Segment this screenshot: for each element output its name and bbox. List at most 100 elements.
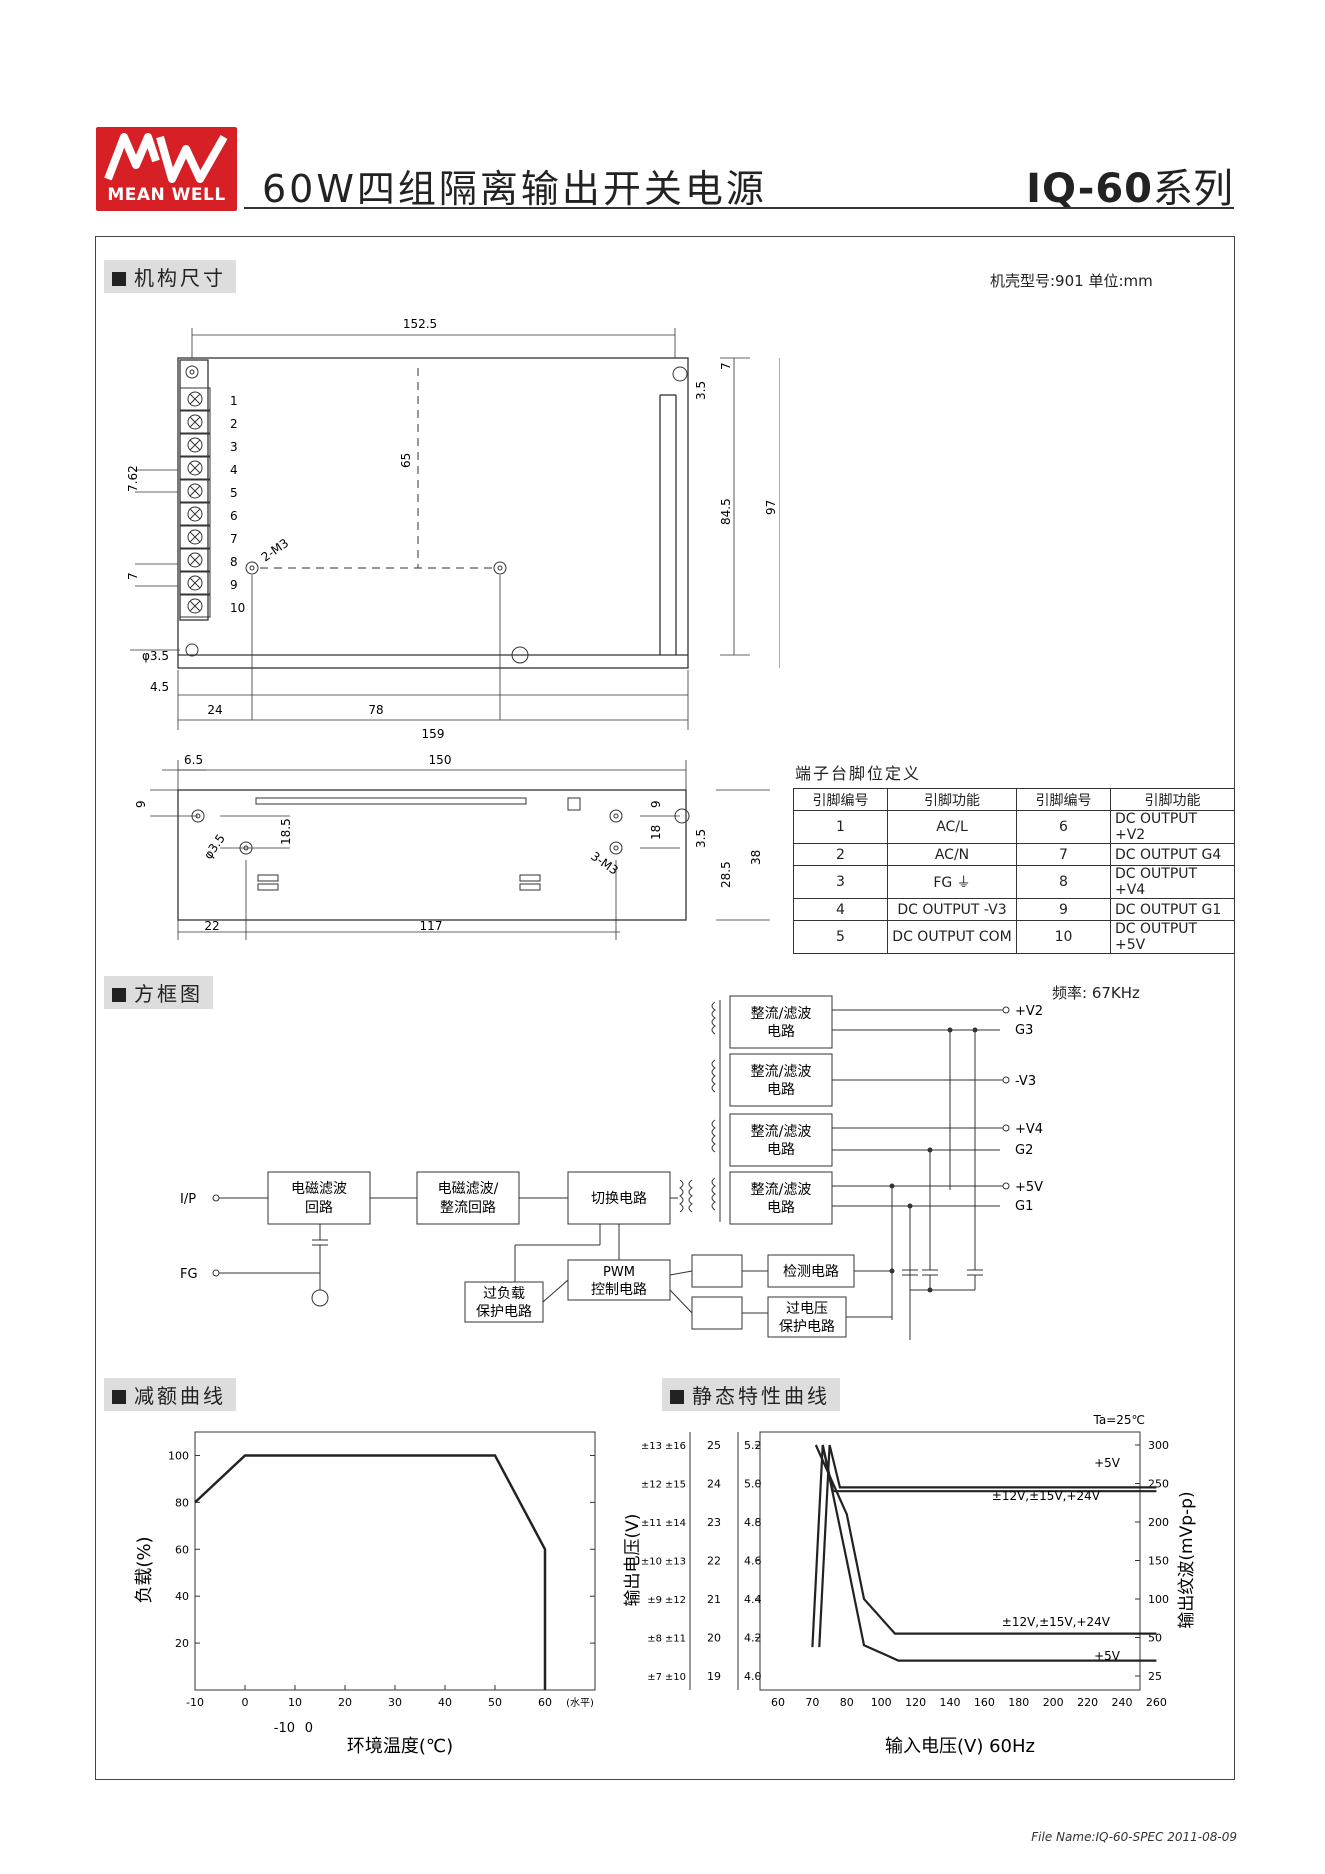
st-x-tick: 260 — [1146, 1696, 1167, 1709]
der-x-tick: 20 — [338, 1696, 352, 1709]
m3-label-top: 2-M3 — [259, 536, 292, 565]
mean-well-logo: MEAN WELL — [96, 127, 237, 211]
der-x-note: (水平) — [566, 1697, 594, 1709]
frequency-label: 频率: 67KHz — [1052, 984, 1140, 1002]
section-mechanical: 机构尺寸 — [104, 260, 236, 293]
out-g3: G3 — [1015, 1023, 1033, 1038]
pin-num: 8 — [230, 555, 238, 569]
derating-curve — [194, 1454, 547, 1690]
top-view-drawing: 152.5 65 84.5 97 3.5 7 7.62 7 φ3.5 4.5 2… — [126, 317, 780, 740]
rect4-line1: 整流/滤波 — [751, 1182, 812, 1198]
dim-78: 78 — [368, 703, 383, 717]
pwm-line1: PWM — [603, 1265, 635, 1280]
pin-cell: 4 — [793, 898, 888, 921]
st-right-tick: 250 — [1148, 1478, 1169, 1491]
switch-label: 切换电路 — [591, 1190, 647, 1207]
section-derating-label: 减额曲线 — [134, 1384, 226, 1408]
static-curve — [818, 1444, 1157, 1648]
st-left-col4: 4.2 — [744, 1632, 762, 1645]
rect2-line2: 电路 — [767, 1082, 795, 1098]
block-diagram: I/P FG 电磁滤波 回路 电磁滤波/ 整流回路 切换电路 整流/滤波 电路 … — [180, 995, 1043, 1340]
pin-cell: 5 — [793, 920, 888, 954]
dim-24: 24 — [207, 703, 222, 717]
pin-num: 10 — [230, 601, 245, 615]
pin-cell: DC OUTPUT +5V — [1110, 920, 1235, 954]
optocoupler-1 — [691, 1254, 743, 1288]
optocoupler-2 — [691, 1296, 743, 1330]
st-left-col2: ±12 — [665, 1595, 686, 1606]
pin-cell: 10 — [1016, 920, 1111, 954]
pin-cell: AC/L — [887, 810, 1017, 844]
page-title: 60W四组隔离输出开关电源 — [262, 167, 767, 211]
st-left-col1: ±8 — [647, 1634, 662, 1645]
ip-label: I/P — [180, 1192, 196, 1207]
rectifier-box-2 — [729, 1053, 833, 1107]
pin-cell: 6 — [1016, 810, 1111, 844]
out-5v: +5V — [1015, 1180, 1043, 1195]
pin-cell: 2 — [793, 843, 888, 866]
dim-22: 22 — [204, 919, 219, 933]
der-y-tick: 80 — [175, 1496, 189, 1509]
emi-rectifier-box — [416, 1171, 520, 1225]
pin-cell: AC/N — [887, 843, 1017, 866]
side-view-drawing: 6.5 150 9 18.5 φ3.5 9 18 3.5 28.5 38 22 … — [134, 753, 770, 940]
rect3-line1: 整流/滤波 — [751, 1124, 812, 1140]
dim-84-5: 84.5 — [719, 498, 733, 525]
st-right-tick: 300 — [1148, 1439, 1169, 1452]
out-v2: +V2 — [1015, 1004, 1043, 1019]
bullet-square-icon — [112, 988, 126, 1002]
st-left-col4: 5.2 — [744, 1439, 762, 1452]
st-left-col1: ±9 — [647, 1595, 662, 1606]
section-block-label: 方框图 — [134, 982, 203, 1006]
pin-cell: DC OUTPUT G1 — [1110, 898, 1235, 921]
st-left-col4: 4.4 — [744, 1593, 762, 1606]
st-left-col1: ±10 — [641, 1557, 662, 1568]
pin-cell: 9 — [1016, 898, 1111, 921]
section-static: 静态特性曲线 — [662, 1378, 840, 1411]
pin-num: 5 — [230, 486, 238, 500]
rect1-line1: 整流/滤波 — [751, 1006, 812, 1022]
rectifier-box-1 — [729, 995, 833, 1049]
st-left-col2: ±13 — [665, 1557, 686, 1568]
der-x-tick: 10 — [288, 1696, 302, 1709]
der-y-tick: 20 — [175, 1637, 189, 1650]
emi2-line1: 电磁滤波/ — [438, 1181, 499, 1197]
st-left-col1: ±7 — [647, 1672, 662, 1683]
der-y-tick: 100 — [168, 1449, 189, 1462]
label-multi-bottom: ±12V,±15V,+24V — [1002, 1615, 1111, 1629]
olp-line2: 保护电路 — [476, 1304, 532, 1320]
st-left-col4: 4.0 — [744, 1670, 762, 1683]
static-ta: Ta=25℃ — [1093, 1413, 1146, 1427]
olp-line1: 过负载 — [483, 1286, 525, 1302]
dim-4-5: 4.5 — [150, 680, 169, 694]
label-5v-top: +5V — [1094, 1456, 1121, 1470]
pwm-line2: 控制电路 — [591, 1282, 647, 1298]
dim-phi: φ3.5 — [142, 649, 169, 663]
st-left-col4: 4.8 — [744, 1516, 762, 1529]
pin-num: 7 — [230, 532, 238, 546]
dim-7: 7 — [719, 362, 733, 370]
section-block-diagram: 方框图 — [104, 976, 213, 1009]
emi1-line2: 回路 — [305, 1200, 333, 1216]
st-left-col3: 20 — [707, 1632, 721, 1645]
st-left-col3: 24 — [707, 1478, 721, 1491]
st-x-tick: 240 — [1112, 1696, 1133, 1709]
footer-filename: File Name:IQ-60-SPEC 2011-08-09 — [1031, 1830, 1237, 1844]
bullet-square-icon — [112, 1390, 126, 1404]
static-xlabel: 输入电压(V) 60Hz — [885, 1736, 1035, 1757]
st-left-col1: ±11 — [641, 1518, 662, 1529]
pin-table-header: 引脚编号 — [1016, 788, 1111, 811]
derating-plot-frame — [194, 1431, 596, 1691]
dim-3-5-side: 3.5 — [694, 829, 708, 848]
st-right-tick: 200 — [1148, 1516, 1169, 1529]
emi-filter-box — [267, 1171, 371, 1225]
st-x-tick: 160 — [974, 1696, 995, 1709]
series-title: IQ-60系列 — [1026, 156, 1233, 214]
der-x-tick: 0 — [242, 1696, 249, 1709]
st-left-col2: ±15 — [665, 1480, 686, 1491]
der-y-tick: 60 — [175, 1543, 189, 1556]
